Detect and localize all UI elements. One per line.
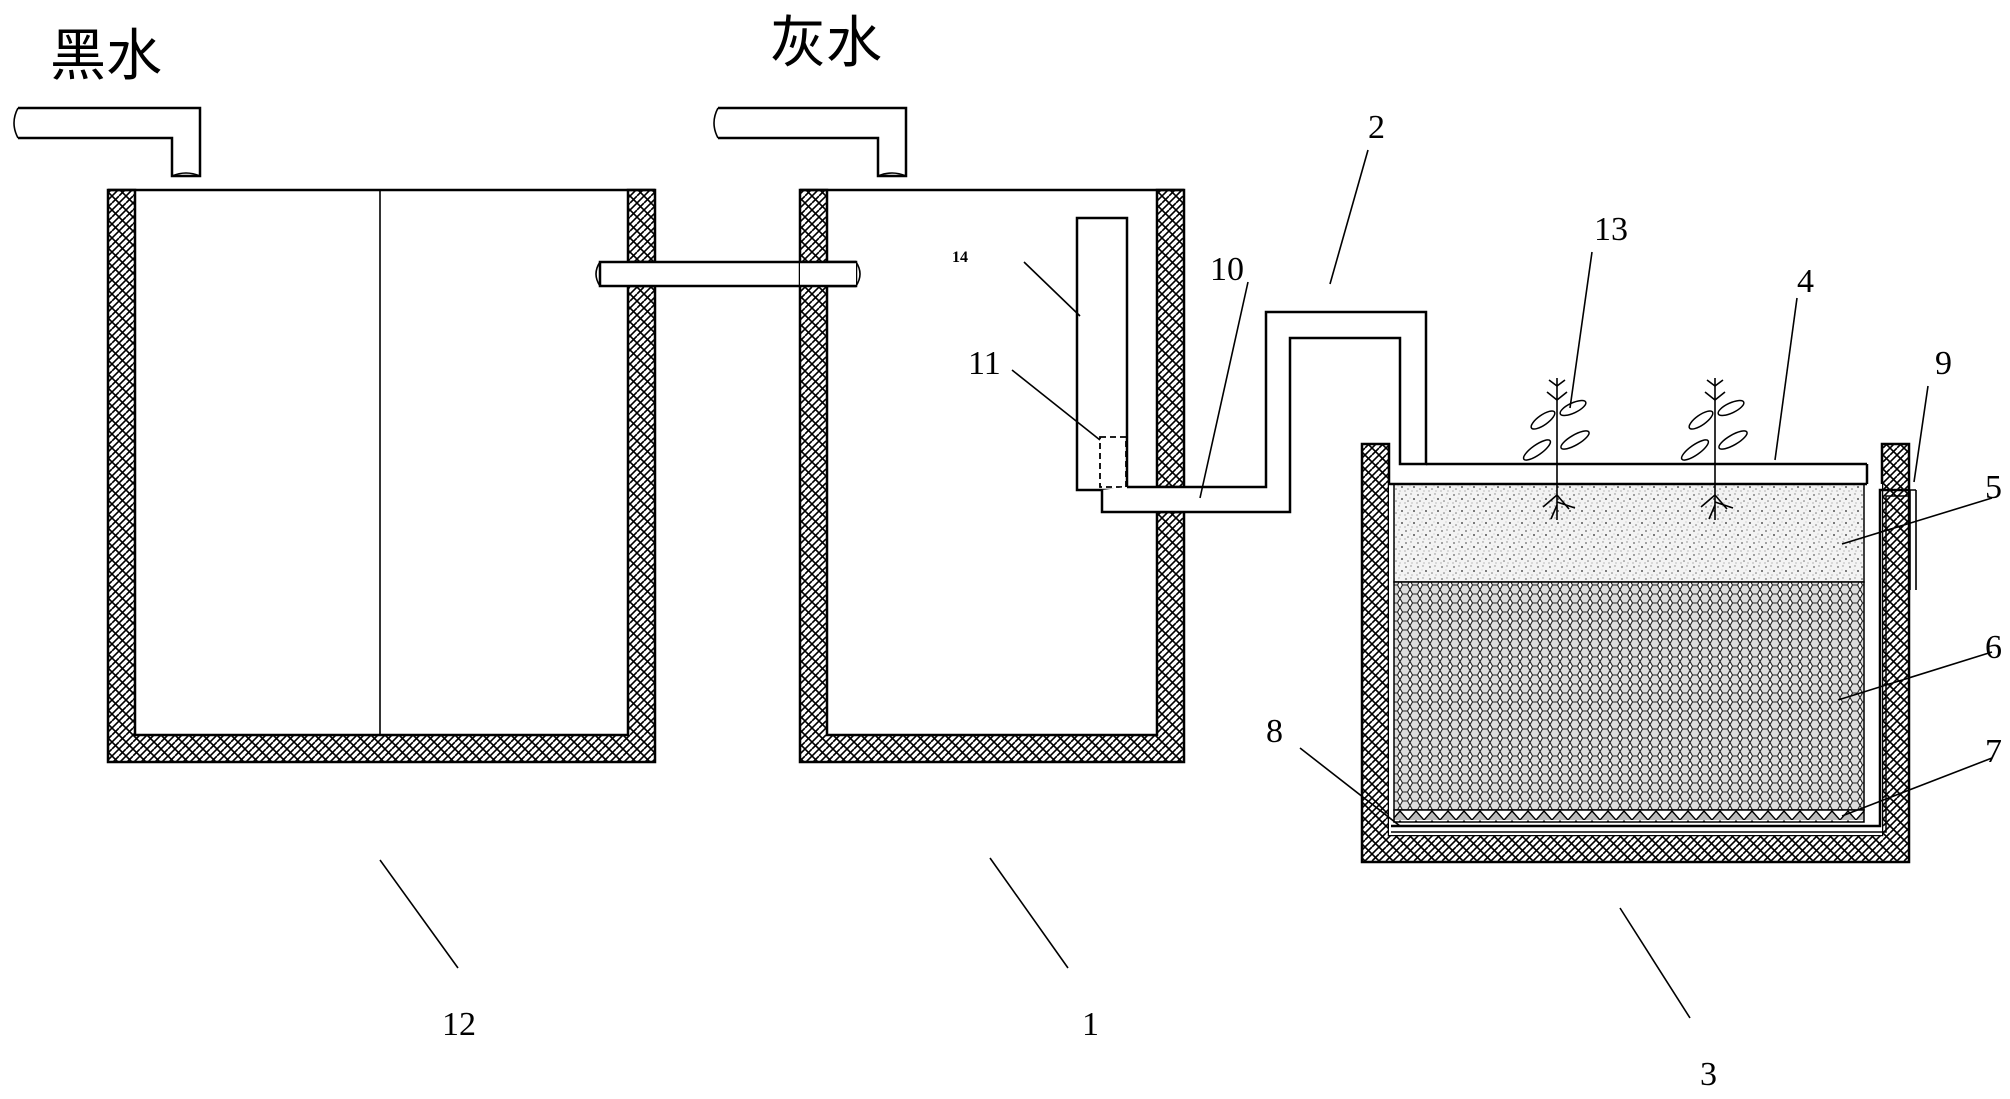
ref-8: 8	[1266, 713, 1283, 750]
inlet-fitting	[1099, 436, 1127, 488]
ref-5: 5	[1985, 469, 2002, 506]
gravel-layer	[1393, 581, 1865, 811]
plants	[1522, 378, 1748, 520]
ref-7: 7	[1985, 733, 2002, 770]
ref-3: 3	[1700, 1056, 1717, 1093]
grey-water-tank	[798, 188, 1186, 764]
grey-water-inlet-pipe	[713, 106, 908, 178]
plant-left	[1522, 378, 1590, 520]
ref-4: 4	[1797, 263, 1814, 300]
ref-13: 13	[1594, 211, 1628, 248]
soil-layer	[1393, 483, 1865, 583]
plant-right	[1680, 378, 1748, 520]
black-water-tank	[106, 188, 657, 764]
black-water-inlet-pipe	[13, 106, 202, 178]
grey-water-label: 灰水	[770, 11, 882, 76]
ref-14: 14	[952, 249, 968, 266]
ref-2: 2	[1368, 109, 1385, 146]
pump-column	[1075, 216, 1129, 492]
black-water-label: 黑水	[50, 24, 162, 89]
wetland-bed	[1360, 442, 1917, 864]
ref-1: 1	[1082, 1006, 1099, 1043]
ref-9: 9	[1935, 345, 1952, 382]
ref-12: 12	[442, 1006, 476, 1043]
bottom-layer	[1393, 809, 1865, 823]
transfer-pipe	[1100, 310, 1428, 514]
leader-lines	[379, 149, 1993, 1019]
ref-6: 6	[1985, 629, 2002, 666]
ref-11: 11	[968, 345, 1001, 382]
ref-10: 10	[1210, 251, 1244, 288]
